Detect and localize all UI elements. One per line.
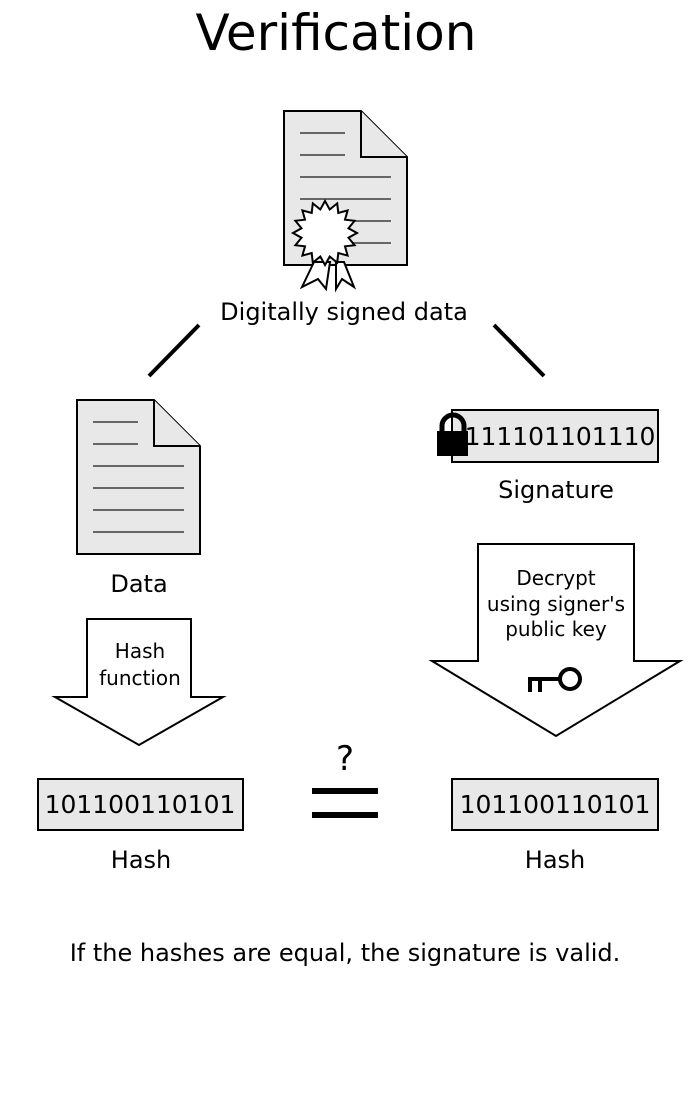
footer-conclusion: If the hashes are equal, the signature i… [70,939,621,967]
certificate-document-icon [283,110,408,293]
document-icon [76,399,201,555]
signature-box: 111101101110 [451,409,659,463]
hash-left-label: Hash [111,846,171,874]
hash-box-left: 101100110101 [37,778,244,831]
signature-bits: 111101101110 [465,422,656,451]
hash-arrow-line1: Hash [115,639,165,663]
key-icon [528,667,582,692]
decrypt-arrow-line3: public key [505,617,607,641]
signature-label: Signature [498,476,614,504]
diagram-title: Verification [196,4,477,62]
hash-left-bits: 101100110101 [45,790,236,819]
seal-icon [290,198,360,293]
decrypt-arrow-line1: Decrypt [516,566,595,590]
split-line-left [147,323,201,378]
hash-function-arrow: Hash function [51,618,227,747]
hash-right-bits: 101100110101 [460,790,651,819]
signed-data-label: Digitally signed data [220,298,468,326]
hash-arrow-line2: function [99,666,181,690]
question-equals-icon: ? [312,739,378,818]
decrypt-arrow: Decrypt using signer's public key [428,543,684,738]
padlock-icon [437,412,468,456]
hash-box-right: 101100110101 [451,778,659,831]
compare-question: ? [336,739,354,779]
split-line-right [492,323,546,378]
decrypt-arrow-line2: using signer's [487,592,625,616]
hash-right-label: Hash [525,846,585,874]
data-label: Data [110,570,167,598]
